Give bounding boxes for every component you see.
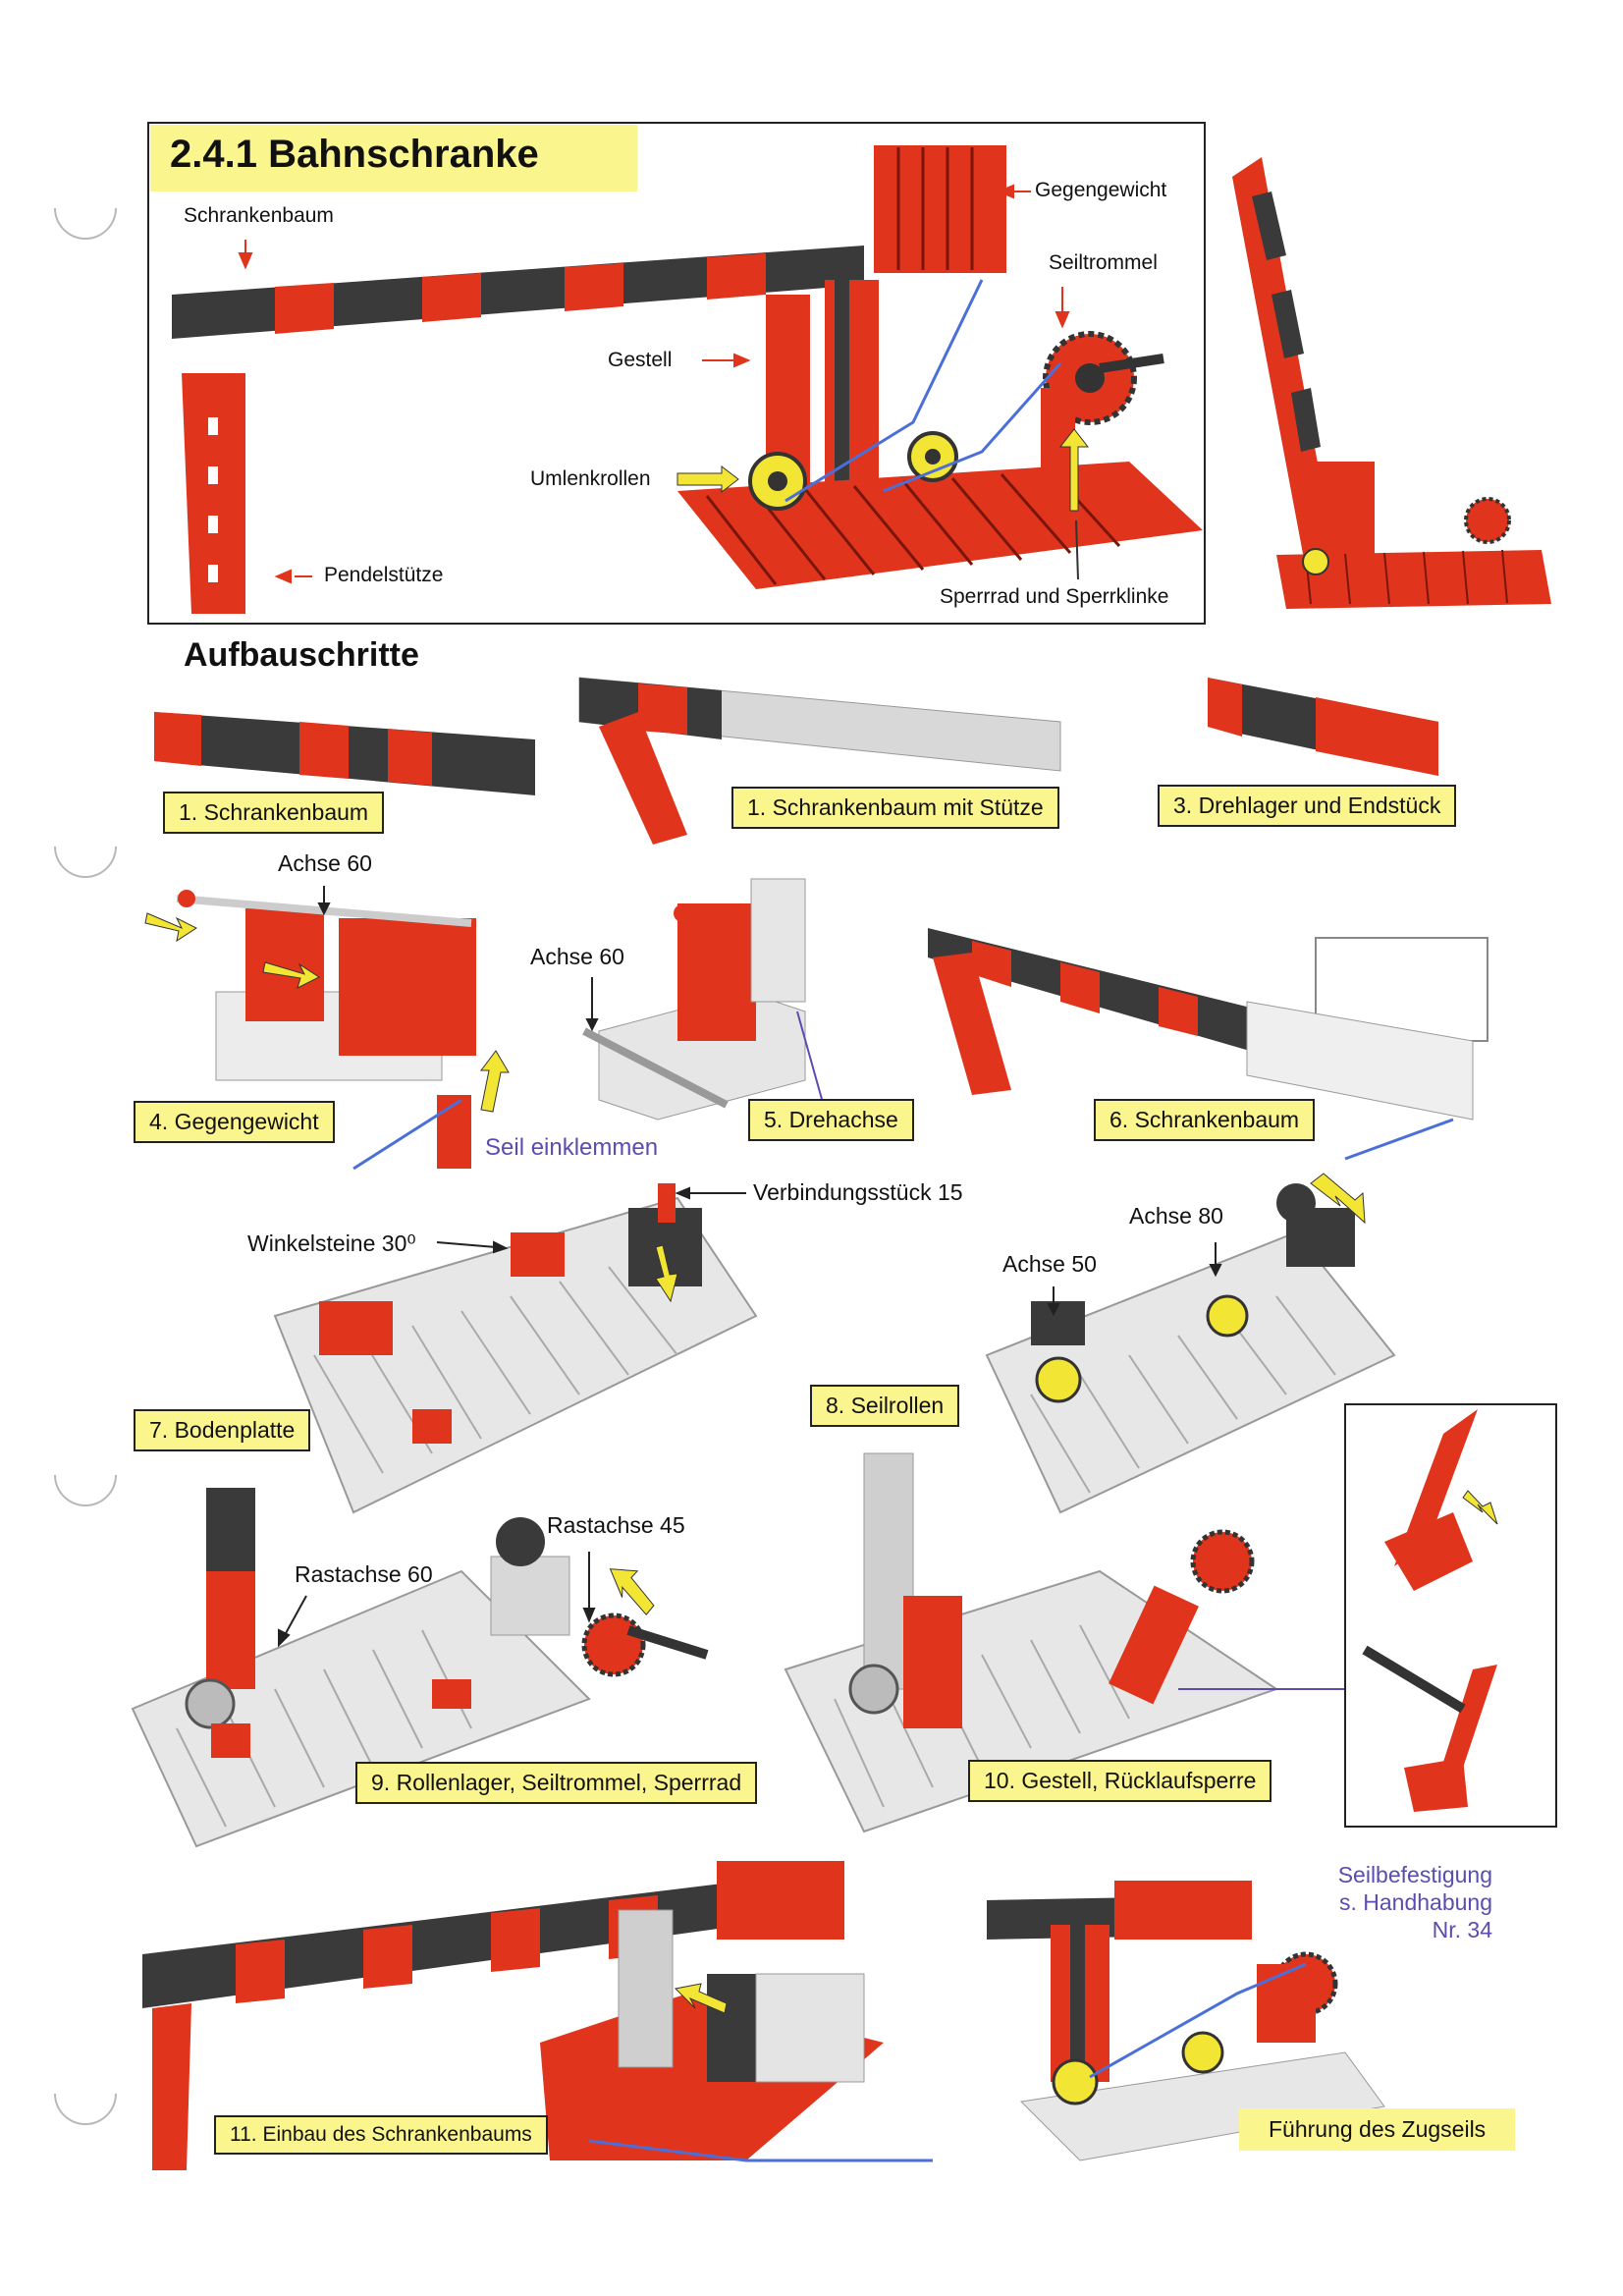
callout-achse80: Achse 80 [1129,1203,1223,1229]
label-gestell: Gestell [608,349,673,371]
step-9-label: 9. Rollenlager, Seiltrommel, Sperrrad [355,1762,758,1804]
callout-seilbefestigung: Seilbefestigung s. Handhabung Nr. 34 [1316,1861,1492,1943]
step-2-label: 1. Schrankenbaum mit Stütze [731,787,1059,829]
step-8-label: 8. Seilrollen [810,1385,960,1427]
step-7-label: 7. Bodenplatte [134,1409,311,1451]
callout-verbindungsstueck: Verbindungsstück 15 [753,1179,963,1205]
step-3-label: 3. Drehlager und Endstück [1158,785,1457,827]
callout-winkelsteine: Winkelsteine 30⁰ [247,1230,416,1256]
page-title-text: 2.4.1 Bahnschranke [170,133,539,176]
seilbefestigung-line-1: Seilbefestigung [1337,1862,1492,1887]
label-umlenkrollen: Umlenkrollen [530,467,651,490]
callout-achse60-b: Achse 60 [530,944,624,969]
callout-achse60-a: Achse 60 [278,850,372,876]
label-schrankenbaum: Schrankenbaum [184,204,334,227]
step-1-label: 1. Schrankenbaum [163,792,385,834]
step-6-label: 6. Schrankenbaum [1094,1099,1316,1141]
step-12-label: Führung des Zugseils [1239,2108,1516,2151]
callout-rastachse60: Rastachse 60 [295,1561,433,1587]
section-title: Aufbauschritte [184,636,419,674]
seilbefestigung-line-2: s. Handhabung [1338,1889,1492,1915]
step-10-label: 10. Gestell, Rücklaufsperre [968,1760,1272,1802]
overview-illustration [172,145,1551,614]
label-sperrrad: Sperrrad und Sperrklinke [940,585,1169,608]
step-11-label: 11. Einbau des Schrankenbaums [214,2115,548,2155]
callout-seil-einklemmen: Seil einklemmen [485,1134,659,1161]
callout-achse50: Achse 50 [1002,1251,1097,1277]
label-seiltrommel: Seiltrommel [1049,251,1158,274]
step-4-label: 4. Gegengewicht [134,1101,335,1143]
callout-rastachse45: Rastachse 45 [547,1512,685,1538]
seilbefestigung-line-3: Nr. 34 [1432,1917,1492,1942]
label-pendelstuetze: Pendelstütze [324,564,444,586]
label-gegengewicht: Gegengewicht [1035,179,1167,201]
step-5-label: 5. Drehachse [748,1099,914,1141]
page-title: 2.4.1 Bahnschranke [150,125,637,191]
